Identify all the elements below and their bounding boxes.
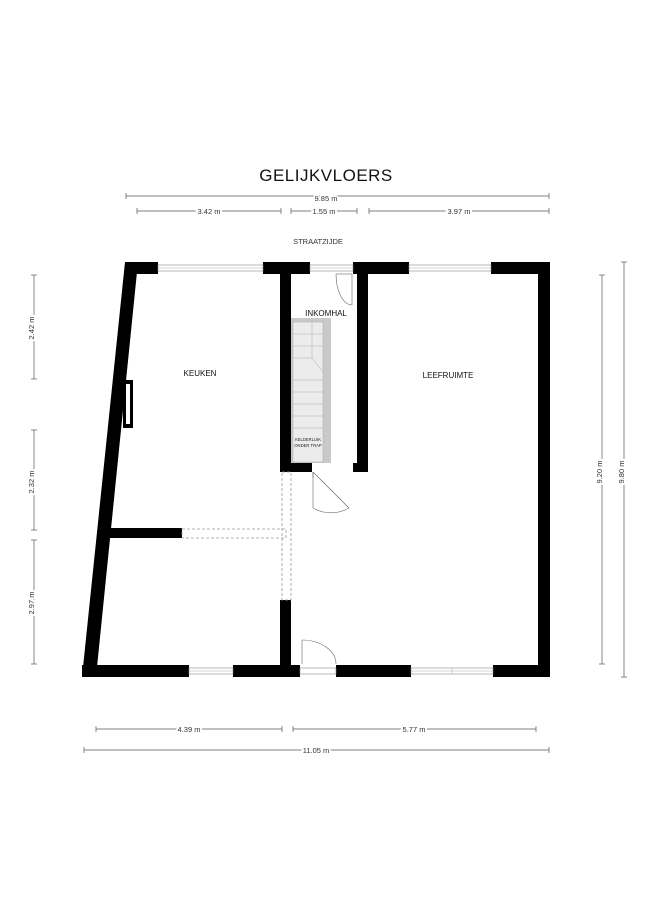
right-dimensions: 9.20 m 9.80 m: [593, 261, 628, 678]
room-label-keuken: KEUKEN: [184, 369, 217, 378]
door-threshold-bottom: [299, 667, 337, 675]
dim-top-right: 3.97 m: [448, 207, 471, 216]
stair-note-line-1: KELDERLUIK: [295, 437, 321, 442]
dim-left-upper: 2.42 m: [27, 317, 36, 340]
staircase: KELDERLUIK ONDER TRAP: [291, 318, 331, 463]
room-label-inkomhal: INKOMHAL: [305, 309, 347, 318]
dim-left-lower: 2.97 m: [27, 592, 36, 615]
walls: [82, 262, 550, 677]
bottom-dimensions: 4.39 m 5.77 m 11.05 m: [83, 723, 550, 757]
room-label-leefruimte: LEEFRUIMTE: [423, 371, 474, 380]
open-partitions: [181, 471, 292, 601]
dim-left-middle: 2.32 m: [27, 471, 36, 494]
plan-title: GELIJKVLOERS: [259, 166, 393, 185]
dim-right-outer: 9.80 m: [617, 461, 626, 484]
dim-bottom-right: 5.77 m: [403, 725, 426, 734]
dim-bottom-left: 4.39 m: [178, 725, 201, 734]
left-dimensions: 2.42 m 2.32 m 2.97 m: [25, 274, 38, 665]
dim-top-total: 9.85 m: [315, 194, 338, 203]
street-side-label: STRAATZIJDE: [293, 237, 343, 246]
top-dimensions: 9.85 m 3.42 m 1.55 m 3.97 m: [125, 193, 550, 218]
dim-top-left: 3.42 m: [198, 207, 221, 216]
windows: [157, 264, 494, 675]
doors: [301, 273, 353, 665]
dim-right-inner: 9.20 m: [595, 461, 604, 484]
dim-top-middle: 1.55 m: [313, 207, 336, 216]
dim-bottom-total: 11.05 m: [303, 746, 330, 755]
stair-note-line-2: ONDER TRAP: [294, 443, 322, 448]
